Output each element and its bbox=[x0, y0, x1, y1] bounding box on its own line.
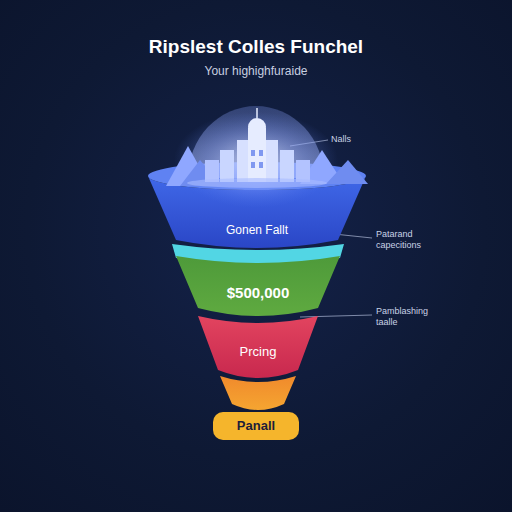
band-shape bbox=[172, 240, 344, 320]
funnel-band: Gonen Fallt bbox=[148, 160, 366, 252]
band-label: $500,000 bbox=[172, 284, 344, 301]
window bbox=[259, 150, 263, 156]
funnel-band: $500,000 bbox=[172, 240, 344, 320]
callout-label: Pamblashing taalle bbox=[376, 306, 442, 328]
leader-line bbox=[290, 140, 328, 146]
band-label: Prcing bbox=[196, 345, 320, 360]
callout-label: Patarand capecitions bbox=[376, 229, 438, 251]
spire bbox=[256, 108, 258, 118]
funnel-band bbox=[220, 376, 296, 410]
callout-label: Nalls bbox=[331, 134, 371, 145]
band-label: Panall bbox=[213, 419, 299, 434]
band-shape bbox=[148, 160, 366, 252]
window bbox=[251, 150, 255, 156]
funnel-band: Prcing bbox=[196, 312, 320, 384]
subtitle: Your highighfuraide bbox=[0, 64, 512, 78]
diagram-title: Ripslest Colles Funchel bbox=[0, 36, 512, 59]
band-label: Gonen Fallt bbox=[148, 224, 366, 238]
leader-line bbox=[300, 315, 372, 317]
tower-dome bbox=[248, 118, 266, 136]
funnel-base-pill: Panall bbox=[213, 412, 299, 440]
band-surface bbox=[148, 162, 366, 190]
